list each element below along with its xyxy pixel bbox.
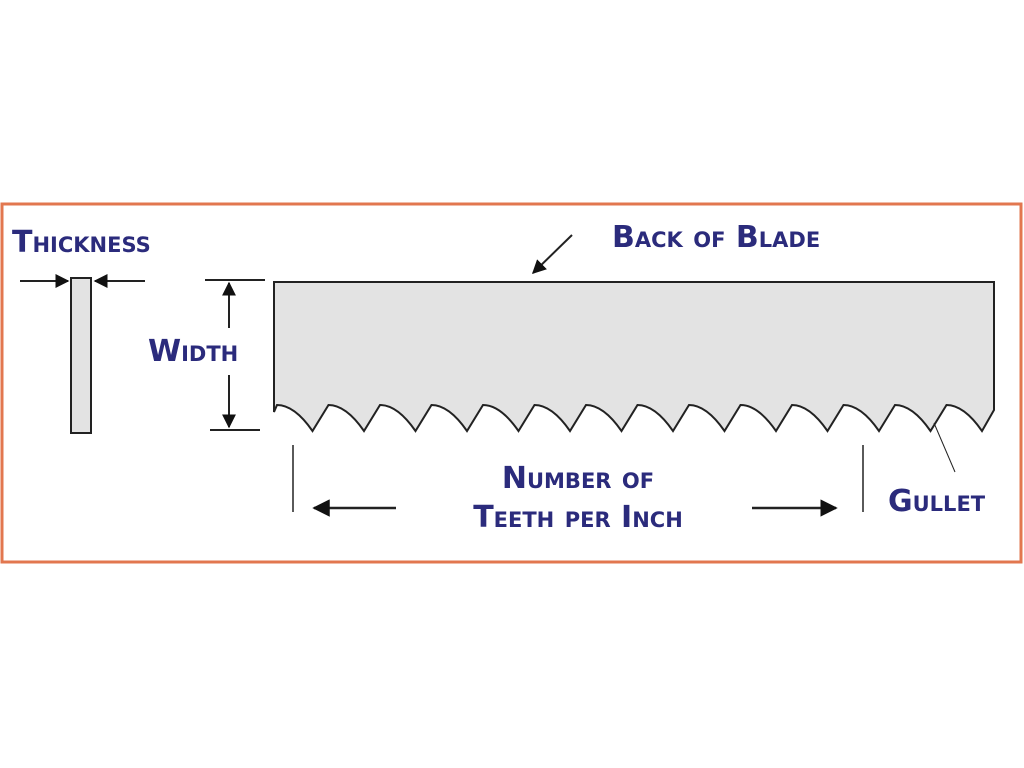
thickness-label: Thickness (12, 225, 151, 260)
width-label: Width (148, 334, 238, 369)
gullet-label: Gullet (888, 484, 986, 519)
number-of-label: Number of (502, 461, 654, 496)
gullet-pointer (933, 422, 956, 473)
blade-cross-section (70, 277, 92, 434)
back-of-blade-arrow (531, 234, 573, 274)
teeth-per-inch-label: Teeth per Inch (473, 500, 683, 535)
back-of-blade-label: Back of Blade (612, 220, 820, 255)
blade-body (273, 281, 995, 433)
